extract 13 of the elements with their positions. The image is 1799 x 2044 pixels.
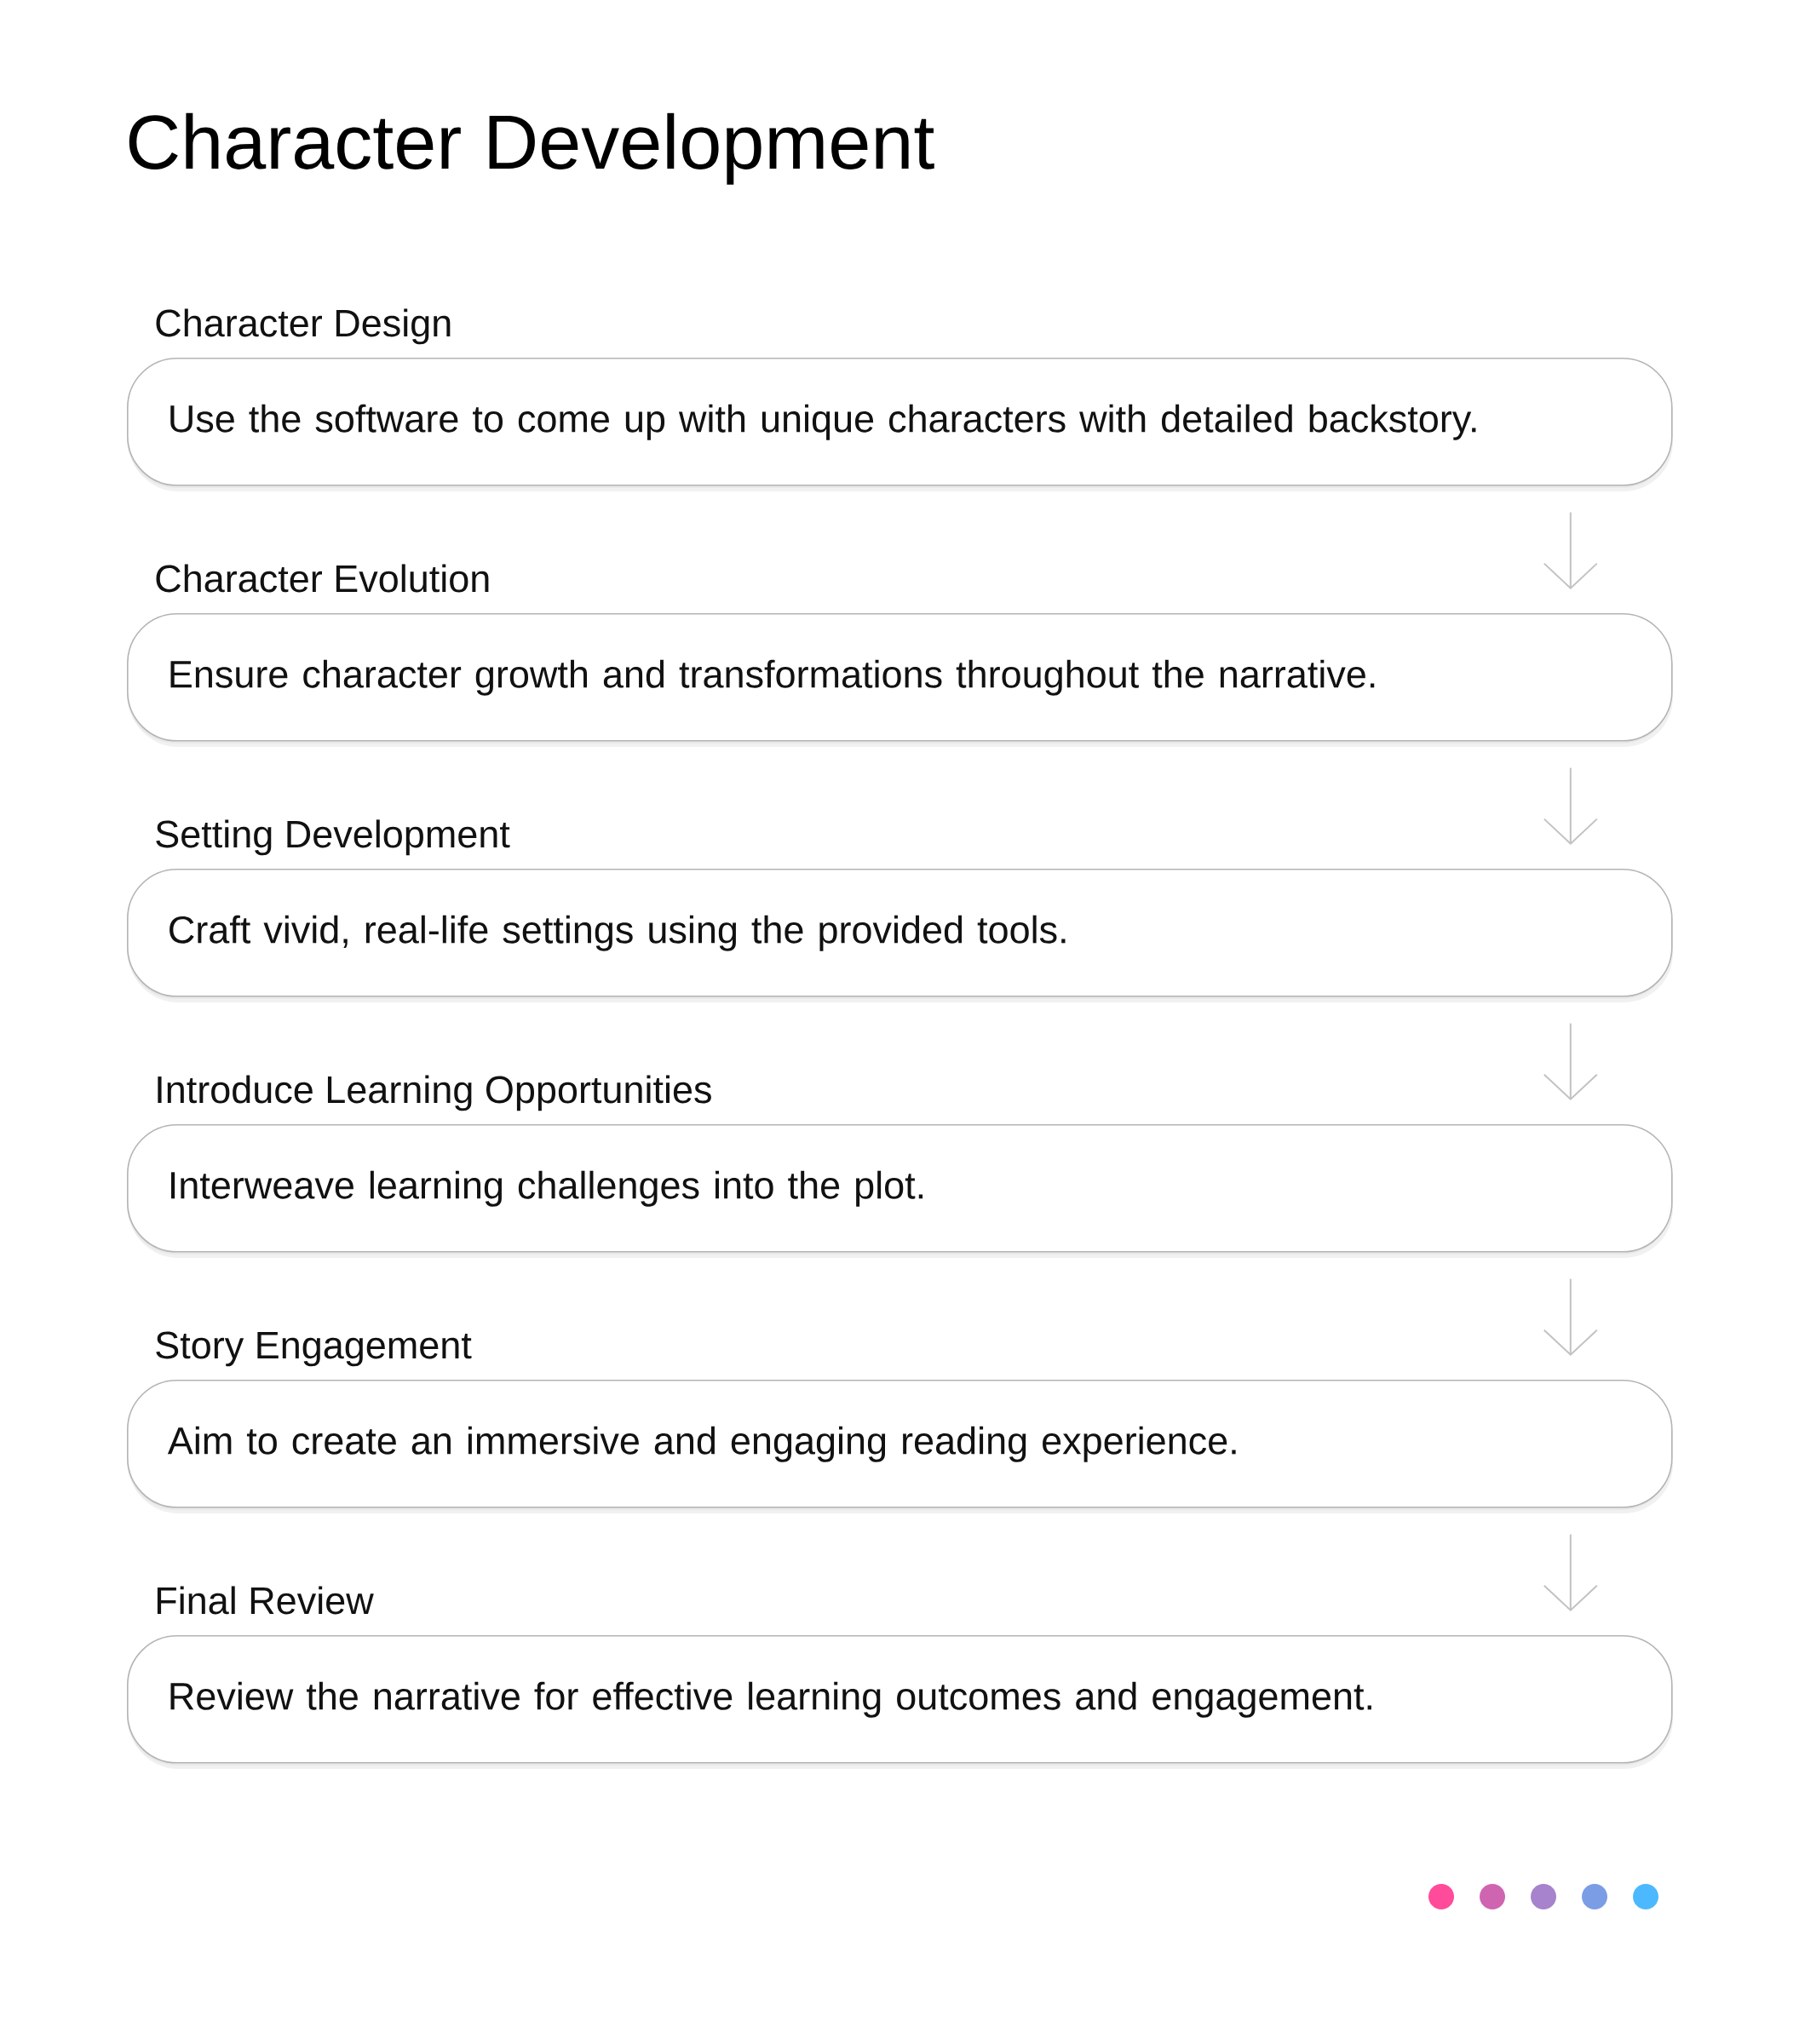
step-heading: Character Design xyxy=(156,308,451,345)
process-box: Review the narrative for effective learning outcomes and engagement. xyxy=(127,1635,1673,1769)
process-box: Craft vivid, real-life settings using the provided tools. xyxy=(127,869,1673,1002)
step-heading: Setting Development xyxy=(156,819,510,856)
step-heading: Final Review xyxy=(157,1586,374,1615)
process-box: Interweave learning challenges into the plot. xyxy=(127,1124,1673,1258)
process-box: Ensure character growth and transformations throughout the narrative. xyxy=(127,613,1673,747)
title: Character Development xyxy=(129,112,934,185)
process-box: Aim to create an immersive and engaging reading experience. xyxy=(127,1380,1673,1513)
step-heading: Character Evolution xyxy=(156,564,489,593)
step-heading: Story Engagement xyxy=(156,1331,472,1367)
step-heading: Introduce Learning Opportunities xyxy=(158,1075,711,1111)
process-box: Use the software to come up with unique characters with detailed backstory. xyxy=(127,358,1673,491)
